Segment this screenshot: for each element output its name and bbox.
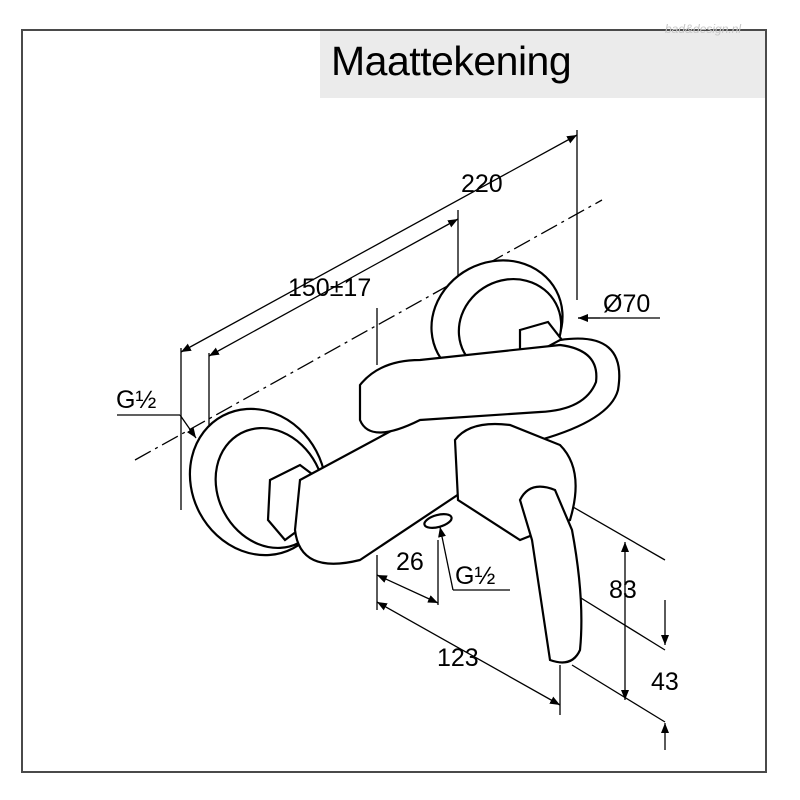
label-150: 150±17 [288,274,371,302]
dimension-lines [117,130,669,750]
label-83: 83 [609,576,637,604]
label-123: 123 [437,644,479,672]
title-bar [320,31,765,98]
leader-inlet-arrow [179,414,197,439]
label-diameter: Ø70 [603,290,650,318]
mixer-lever [518,485,583,664]
leader-outlet-arrow [438,526,454,591]
label-220: 220 [461,170,503,198]
drawing-frame [21,29,767,773]
dim-line-123 [376,601,561,706]
label-26: 26 [396,548,424,576]
extension-line-base [571,664,666,723]
mixer-top-body [358,343,598,434]
dim-line-150 [208,218,459,357]
watermark-logo: bad&design.nl [665,22,742,36]
label-outlet-thread: G½ [455,562,495,590]
mixer-body [188,259,621,664]
extension-line-outlet-level [567,589,666,651]
label-43: 43 [651,668,679,696]
page-title: Maattekening [331,38,572,84]
outlet-connector [423,513,453,529]
label-inlet-thread: G½ [116,386,156,414]
dim-line-26 [376,574,439,604]
